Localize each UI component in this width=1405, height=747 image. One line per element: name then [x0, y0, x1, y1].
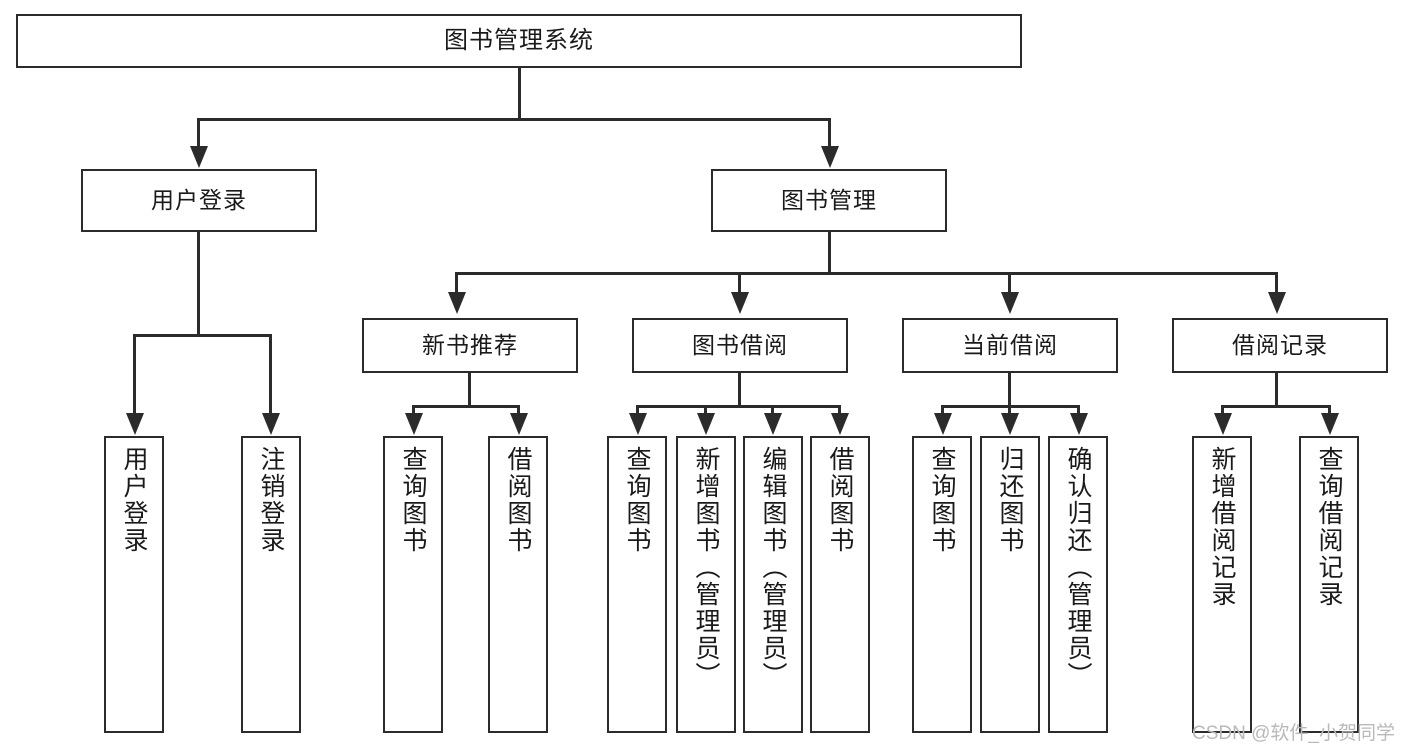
node-label: 新书推荐: [422, 331, 518, 358]
connector-new-book-drop-1: [412, 405, 415, 415]
connector-current-borrow-drop-2: [1008, 405, 1011, 415]
node-current-borrow[interactable]: 当前借阅: [902, 318, 1118, 373]
arrowhead-level3-4: [1268, 292, 1286, 314]
connector-user-login-drop-2: [269, 334, 272, 415]
leaf-book-borrow-add-book-admin[interactable]: 新增图书（管理员）: [676, 436, 736, 733]
leaf-book-borrow-query-book[interactable]: 查询图书: [607, 436, 667, 733]
leaf-borrow-record-query-record[interactable]: 查询借阅记录: [1299, 436, 1359, 733]
node-label: 借阅图书: [826, 446, 854, 554]
arrowhead-current-borrow-leaf-1: [934, 413, 952, 435]
connector-level3-drop-4: [1275, 272, 1278, 292]
connector-level3-drop-3: [1008, 272, 1011, 292]
arrowhead-book-borrow-leaf-1: [629, 413, 647, 435]
connector-book-borrow-drop-4: [838, 405, 841, 415]
connector-root-trunk: [518, 68, 521, 120]
connector-user-login-drop-1: [133, 334, 136, 415]
arrowhead-level3-1: [448, 292, 466, 314]
connector-current-borrow-trunk: [1008, 373, 1011, 408]
arrowhead-book-borrow-leaf-4: [831, 413, 849, 435]
connector-level3-drop-1: [455, 272, 458, 292]
arrowhead-book-borrow-leaf-3: [764, 413, 782, 435]
node-label: 注销登录: [257, 446, 285, 554]
leaf-current-borrow-query-book[interactable]: 查询图书: [912, 436, 972, 733]
connector-book-borrow-drop-1: [636, 405, 639, 415]
node-new-book-recommend[interactable]: 新书推荐: [362, 318, 578, 373]
leaf-user-login-login[interactable]: 用户登录: [104, 436, 164, 733]
connector-current-borrow-drop-1: [941, 405, 944, 415]
connector-new-book-bar: [412, 405, 520, 408]
arrowhead-level3-2: [731, 292, 749, 314]
arrowhead-current-borrow-leaf-2: [1001, 413, 1019, 435]
node-root-system[interactable]: 图书管理系统: [16, 14, 1022, 68]
arrowhead-user-login-leaf-1: [126, 413, 144, 435]
node-label: 图书管理系统: [444, 26, 594, 54]
connector-borrow-record-drop-1: [1221, 405, 1224, 415]
arrowhead-borrow-record-leaf-1: [1214, 413, 1232, 435]
node-label: 新增图书（管理员）: [692, 446, 720, 689]
leaf-borrow-record-add-record[interactable]: 新增借阅记录: [1192, 436, 1252, 733]
node-user-login[interactable]: 用户登录: [81, 169, 317, 232]
leaf-new-book-borrow-book[interactable]: 借阅图书: [488, 436, 548, 733]
arrowhead-new-book-leaf-1: [405, 413, 423, 435]
arrowhead-level3-3: [1001, 292, 1019, 314]
connector-book-borrow-bar: [636, 405, 841, 408]
node-label: 用户登录: [151, 186, 247, 213]
connector-new-book-drop-2: [517, 405, 520, 415]
connector-user-login-bar: [133, 334, 272, 337]
leaf-book-borrow-edit-book-admin[interactable]: 编辑图书（管理员）: [743, 436, 803, 733]
node-label: 编辑图书（管理员）: [759, 446, 787, 689]
arrowhead-borrow-record-leaf-2: [1321, 413, 1339, 435]
node-label: 确认归还（管理员）: [1064, 446, 1092, 689]
node-book-management[interactable]: 图书管理: [711, 169, 947, 232]
arrowhead-book-borrow-leaf-2: [697, 413, 715, 435]
node-label: 用户登录: [120, 446, 148, 554]
leaf-user-login-logout[interactable]: 注销登录: [241, 436, 301, 733]
node-book-borrow[interactable]: 图书借阅: [632, 318, 848, 373]
node-label: 借阅图书: [504, 446, 532, 554]
node-label: 查询图书: [399, 446, 427, 554]
connector-book-borrow-drop-2: [704, 405, 707, 415]
leaf-new-book-query-book[interactable]: 查询图书: [383, 436, 443, 733]
connector-level2-drop-left: [197, 118, 200, 148]
connector-level2-bar: [197, 118, 831, 121]
connector-book-borrow-drop-3: [771, 405, 774, 415]
arrowhead-level2-left: [190, 146, 208, 168]
node-label: 查询借阅记录: [1315, 446, 1343, 608]
node-label: 查询图书: [623, 446, 651, 554]
arrowhead-new-book-leaf-2: [510, 413, 528, 435]
connector-user-login-trunk: [197, 232, 200, 337]
arrowhead-user-login-leaf-2: [262, 413, 280, 435]
node-label: 图书管理: [781, 186, 877, 213]
connector-borrow-record-drop-2: [1328, 405, 1331, 415]
leaf-current-borrow-return-book[interactable]: 归还图书: [980, 436, 1040, 733]
leaf-book-borrow-borrow-book[interactable]: 借阅图书: [810, 436, 870, 733]
connector-new-book-trunk: [468, 373, 471, 408]
node-label: 图书借阅: [692, 331, 788, 358]
connector-book-management-trunk: [828, 232, 831, 274]
node-borrow-record[interactable]: 借阅记录: [1172, 318, 1388, 373]
connector-borrow-record-bar: [1221, 405, 1331, 408]
connector-level2-drop-right: [828, 118, 831, 148]
arrowhead-level2-right: [821, 146, 839, 168]
node-label: 新增借阅记录: [1208, 446, 1236, 608]
node-label: 查询图书: [928, 446, 956, 554]
connector-current-borrow-drop-3: [1077, 405, 1080, 415]
connector-book-borrow-trunk: [738, 373, 741, 408]
arrowhead-current-borrow-leaf-3: [1070, 413, 1088, 435]
node-label: 借阅记录: [1232, 331, 1328, 358]
node-label: 当前借阅: [962, 331, 1058, 358]
connector-level3-drop-2: [738, 272, 741, 292]
connector-borrow-record-trunk: [1275, 373, 1278, 408]
leaf-current-borrow-confirm-return-admin[interactable]: 确认归还（管理员）: [1048, 436, 1108, 733]
node-label: 归还图书: [996, 446, 1024, 554]
connector-level3-bar: [455, 272, 1278, 275]
